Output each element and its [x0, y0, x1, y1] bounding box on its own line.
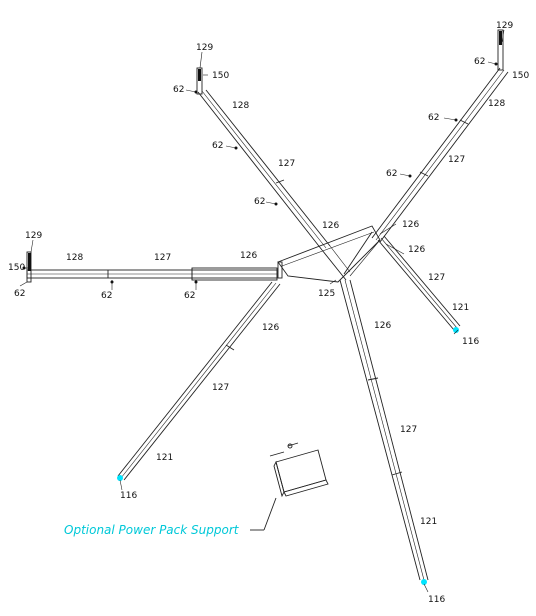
label-128-upper-left: 128 — [232, 101, 249, 111]
label-116-bottom: 116 — [428, 595, 445, 605]
label-128-left: 128 — [66, 253, 83, 263]
label-129-upper-left: 129 — [196, 43, 213, 53]
label-125-hub: 125 — [318, 289, 335, 299]
label-126-upper-right: 126 — [402, 220, 419, 230]
label-127-bottom: 127 — [400, 425, 417, 435]
label-126-bottom: 126 — [374, 321, 391, 331]
bottom-leg — [339, 279, 429, 585]
leader-lines — [19, 29, 505, 593]
label-127-upper-right: 127 — [448, 155, 465, 165]
left-leg — [26, 251, 278, 283]
label-121-lower-left: 121 — [156, 453, 173, 463]
label-116-lower-left: 116 — [120, 491, 137, 501]
label-126-left: 126 — [240, 251, 257, 261]
upper-right-leg — [371, 29, 509, 243]
power-pack-support — [250, 442, 329, 531]
label-116-right: 116 — [462, 337, 479, 347]
label-62-upper-right: 62 — [474, 57, 485, 67]
center-hub — [277, 225, 381, 283]
label-128-upper-right: 128 — [488, 99, 505, 109]
label-121-bottom: 121 — [420, 517, 437, 527]
label-150-left: 150 — [8, 263, 25, 273]
label-127-left: 127 — [154, 253, 171, 263]
label-150-upper-left: 150 — [212, 71, 229, 81]
label-62-upper-left: 62 — [173, 85, 184, 95]
marker-dots — [22, 62, 498, 284]
label-62-upper-left-a: 62 — [212, 141, 223, 151]
lower-left-leg — [117, 281, 281, 481]
label-62-upper-left-b: 62 — [254, 197, 265, 207]
label-126-upper-left: 126 — [322, 221, 339, 231]
label-62-upper-right-a: 62 — [428, 113, 439, 123]
label-150-upper-right: 150 — [512, 71, 529, 81]
label-127-right: 127 — [428, 273, 445, 283]
label-127-lower-left: 127 — [212, 383, 229, 393]
label-127-upper-left: 127 — [278, 159, 295, 169]
upper-left-leg — [196, 67, 331, 251]
label-126-lower-left: 126 — [262, 323, 279, 333]
label-126-right: 126 — [408, 245, 425, 255]
label-62-left-b: 62 — [184, 291, 195, 301]
label-62-left-a: 62 — [101, 291, 112, 301]
label-62-left-end: 62 — [14, 289, 25, 299]
label-129-upper-right: 129 — [496, 21, 513, 31]
power-pack-caption: Optional Power Pack Support — [64, 523, 240, 537]
label-121-right: 121 — [452, 303, 469, 313]
label-62-upper-right-b: 62 — [386, 169, 397, 179]
label-129-left: 129 — [25, 231, 42, 241]
right-leg — [377, 235, 461, 333]
reference-labels: 129 150 62 128 127 126 62 62 129 150 62 … — [8, 21, 529, 605]
